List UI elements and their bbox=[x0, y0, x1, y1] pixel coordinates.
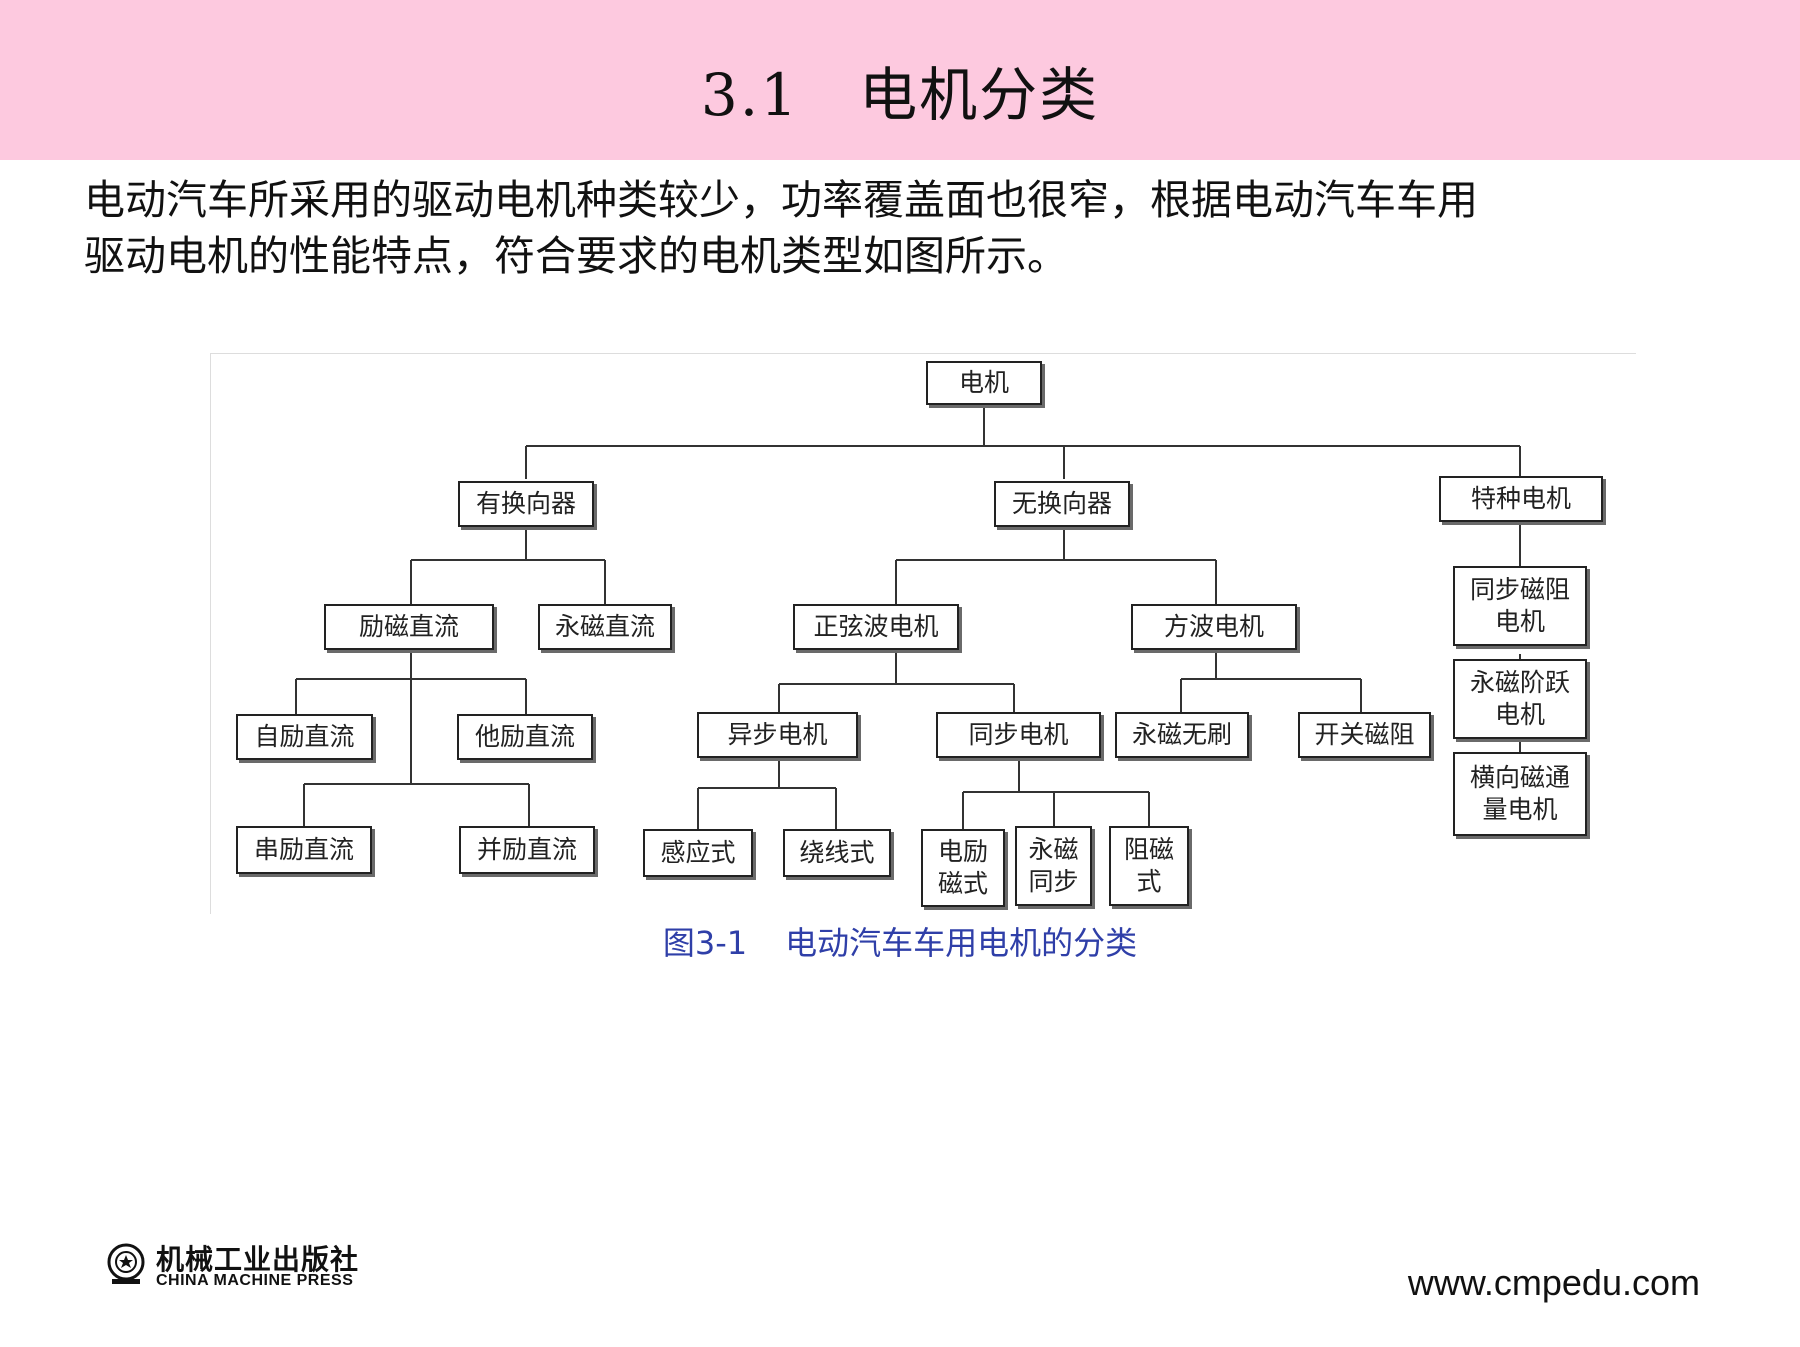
node-pm-sync-line-2: 同步 bbox=[1028, 867, 1079, 896]
motor-classification-diagram: 电机 有换向器 无换向器 特种电机 励磁直流 永磁直流 正弦波电机 方波电机 同… bbox=[210, 353, 1636, 914]
intro-line-2: 驱动电机的性能特点，符合要求的电机类型如图所示。 bbox=[84, 232, 1068, 280]
node-series-excited-dc: 串励直流 bbox=[236, 826, 372, 874]
publisher-logo: 机械工业出版社 CHINA MACHINE PRESS bbox=[104, 1238, 424, 1298]
connector-async bbox=[697, 758, 837, 829]
node-shunt-excited-dc: 并励直流 bbox=[459, 826, 595, 874]
node-pm-brushless: 永磁无刷 bbox=[1115, 712, 1249, 758]
node-electric-excited-line-2: 磁式 bbox=[937, 869, 988, 898]
node-special-motor: 特种电机 bbox=[1439, 476, 1603, 522]
publisher-website: www.cmpedu.com bbox=[1407, 1262, 1700, 1303]
node-pm-sync-line-1: 永磁 bbox=[1028, 835, 1079, 864]
figure-number: 图3-1 bbox=[662, 924, 748, 962]
node-electric-excited-line-1: 电励 bbox=[937, 837, 988, 866]
connector-sync bbox=[962, 758, 1150, 829]
publisher-name-en: CHINA MACHINE PRESS bbox=[156, 1272, 354, 1289]
connector-brushless bbox=[895, 526, 1217, 604]
node-sync-reluctance: 同步磁阻 电机 bbox=[1453, 566, 1587, 646]
node-sync-reluctance-line-2: 电机 bbox=[1494, 607, 1545, 636]
node-sync-reluctance-line-1: 同步磁阻 bbox=[1469, 575, 1570, 604]
node-induction: 感应式 bbox=[643, 829, 753, 877]
node-motor: 电机 bbox=[926, 361, 1042, 405]
connector-sine-wave bbox=[778, 650, 1015, 712]
intro-line-1: 电动汽车所采用的驱动电机种类较少，功率覆盖面也很窄，根据电动汽车车用 bbox=[84, 176, 1478, 224]
node-brushless: 无换向器 bbox=[994, 481, 1130, 527]
header-bar bbox=[0, 0, 1800, 160]
node-pm-stepper-line-2: 电机 bbox=[1494, 700, 1545, 729]
publisher-emblem-icon bbox=[107, 1243, 145, 1284]
node-pm-dc: 永磁直流 bbox=[538, 604, 672, 650]
node-transverse-flux: 横向磁通 量电机 bbox=[1453, 752, 1587, 836]
node-transverse-flux-line-1: 横向磁通 bbox=[1469, 763, 1570, 792]
node-transverse-flux-line-2: 量电机 bbox=[1482, 795, 1558, 824]
node-sync-motor: 同步电机 bbox=[936, 712, 1101, 758]
figure-caption-text: 电动汽车车用电机的分类 bbox=[785, 924, 1138, 962]
publisher-name-cn: 机械工业出版社 bbox=[156, 1243, 360, 1276]
intro-paragraph: 电动汽车所采用的驱动电机种类较少，功率覆盖面也很窄，根据电动汽车车用 驱动电机的… bbox=[84, 172, 1724, 284]
node-excited-dc: 励磁直流 bbox=[324, 604, 494, 650]
figure-caption: 图3-1 电动汽车车用电机的分类 bbox=[0, 918, 1800, 964]
connector-commutator bbox=[410, 526, 606, 604]
node-commutator: 有换向器 bbox=[458, 481, 594, 527]
node-pm-stepper: 永磁阶跃 电机 bbox=[1453, 659, 1587, 739]
node-electric-excited: 电励 磁式 bbox=[921, 829, 1005, 907]
node-reluctance: 阻磁 式 bbox=[1109, 826, 1189, 906]
node-pm-sync: 永磁 同步 bbox=[1015, 826, 1092, 906]
node-self-excited-dc: 自励直流 bbox=[236, 714, 373, 760]
connector-square-wave bbox=[1180, 650, 1362, 712]
node-sine-wave-motor: 正弦波电机 bbox=[793, 604, 959, 650]
node-square-wave-motor: 方波电机 bbox=[1131, 604, 1297, 650]
page-title: 3.1 电机分类 bbox=[0, 48, 1800, 132]
node-pm-stepper-line-1: 永磁阶跃 bbox=[1469, 668, 1570, 697]
connector-excited-dc bbox=[295, 650, 530, 826]
node-async-motor: 异步电机 bbox=[697, 712, 858, 758]
node-separately-excited-dc: 他励直流 bbox=[457, 714, 593, 760]
connector-root bbox=[525, 404, 1521, 479]
node-reluctance-line-2: 式 bbox=[1136, 867, 1162, 896]
node-switched-reluctance: 开关磁阻 bbox=[1298, 712, 1431, 758]
section-number: 3.1 bbox=[700, 61, 800, 129]
diagram-connectors bbox=[295, 404, 1521, 829]
node-wound-rotor: 绕线式 bbox=[783, 829, 891, 877]
node-reluctance-line-1: 阻磁 bbox=[1123, 835, 1174, 864]
section-title: 电机分类 bbox=[859, 61, 1100, 129]
